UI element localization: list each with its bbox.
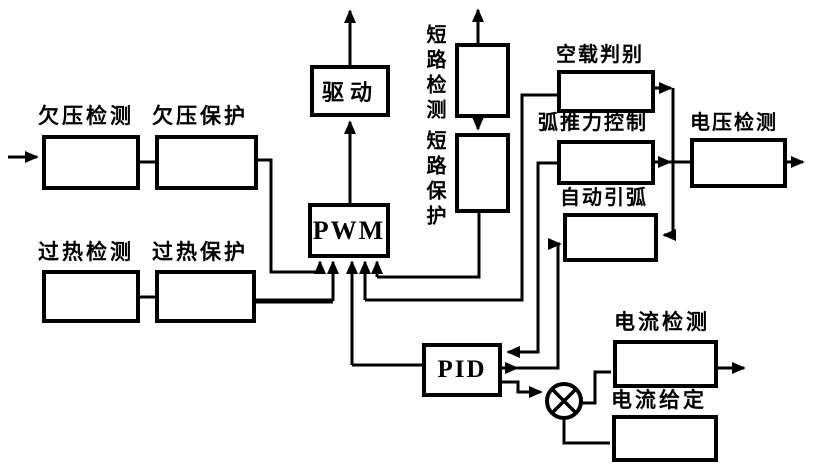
sc-protect-label: 短路保护 xyxy=(423,130,445,230)
conn-uvprotect-pwm xyxy=(258,158,320,274)
conn-rightbus-autoarc xyxy=(662,88,676,241)
block-arc-force xyxy=(557,140,655,185)
block-uv-protect xyxy=(155,135,258,190)
block-sc-detect xyxy=(455,43,510,118)
i-set-label: 电流给定 xyxy=(611,389,707,412)
block-uv-detect xyxy=(42,135,140,190)
conn-scprotect-pwm xyxy=(377,213,481,279)
block-i-set xyxy=(612,415,718,462)
block-i-detect xyxy=(613,340,718,388)
oh-protect-label: 过热保护 xyxy=(152,241,248,264)
pwm-label: PWM xyxy=(312,215,386,245)
uv-detect-label: 欠压检测 xyxy=(38,105,134,128)
conn-pid-autoarc xyxy=(515,238,562,370)
oh-detect-label: 过热检测 xyxy=(38,241,134,264)
v-detect-label: 电压检测 xyxy=(690,112,778,134)
i-detect-label: 电流检测 xyxy=(614,311,710,334)
drive-label: 驱动 xyxy=(321,80,378,105)
block-noload xyxy=(557,70,655,113)
sc-detect-label: 短路检测 xyxy=(423,24,445,124)
block-oh-protect xyxy=(155,270,256,323)
block-drive: 驱动 xyxy=(310,65,390,117)
noload-label: 空载判别 xyxy=(556,44,644,66)
auto-arc-label: 自动引弧 xyxy=(560,187,648,209)
block-oh-detect xyxy=(42,270,140,323)
block-pid: PID xyxy=(422,343,502,397)
block-auto-arc xyxy=(563,213,658,262)
conn-sum-idetect xyxy=(581,370,611,405)
conn-pid-sum xyxy=(502,380,543,398)
conn-arcforce-pid xyxy=(506,161,557,358)
conn-noload-pwm xyxy=(365,93,557,302)
summing-junction-cross xyxy=(551,388,577,414)
conn-iset-sum xyxy=(562,418,610,445)
arc-force-label: 弧推力控制 xyxy=(538,112,648,134)
block-sc-protect xyxy=(455,133,510,213)
block-v-detect xyxy=(690,138,787,188)
uv-protect-label: 欠压保护 xyxy=(152,105,248,128)
block-pwm: PWM xyxy=(308,203,390,258)
pid-label: PID xyxy=(437,356,487,383)
